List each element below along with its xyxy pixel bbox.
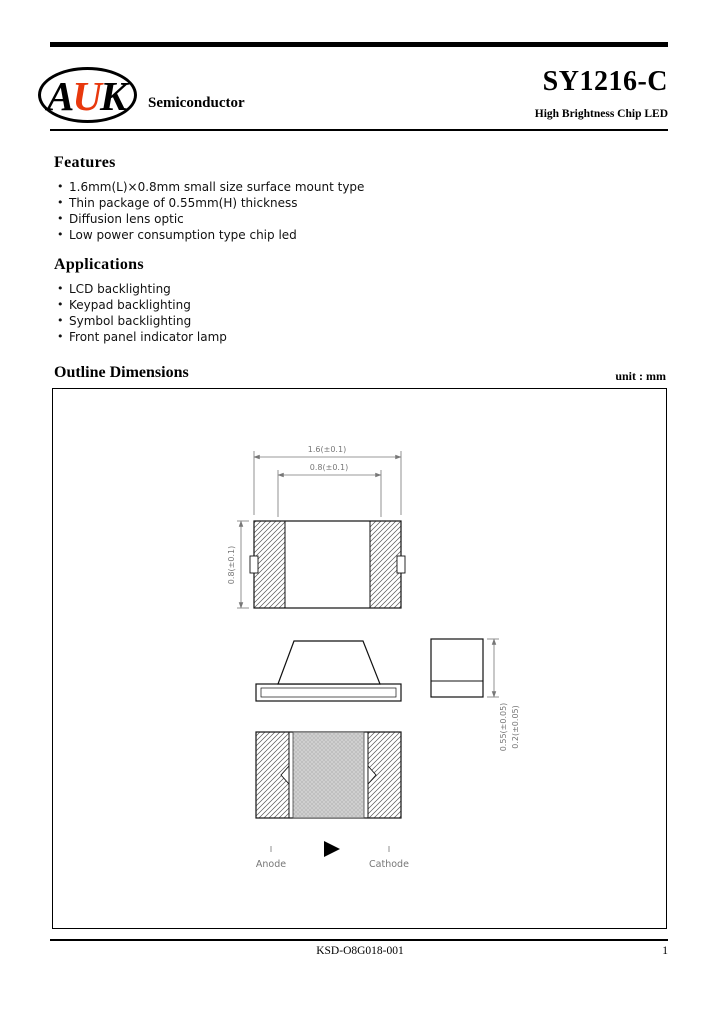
- outline-title: Outline Dimensions: [54, 364, 189, 381]
- top-rule: [50, 42, 668, 47]
- feature-item: 1.6mm(L)×0.8mm small size surface mount …: [54, 179, 364, 195]
- cathode-label: Cathode: [369, 859, 409, 870]
- polarity-labels: Anode Cathode: [256, 841, 409, 870]
- right-polarity-notch: [367, 764, 377, 786]
- auk-logo-ellipse: [38, 67, 137, 123]
- top-view: [249, 520, 406, 609]
- lens-profile: [277, 640, 381, 685]
- bottom-view: [255, 731, 402, 819]
- features-section: Features 1.6mm(L)×0.8mm small size surfa…: [54, 154, 364, 243]
- document-number: KSD-O8G018-001: [316, 945, 404, 957]
- header-rule: [50, 129, 668, 131]
- logo-letter-k: K: [99, 73, 127, 119]
- features-list: 1.6mm(L)×0.8mm small size surface mount …: [54, 179, 364, 243]
- applications-title: Applications: [54, 256, 144, 273]
- dim-overall-width: 0.8(±0.1): [227, 546, 236, 584]
- dim-thickness: 0.55(±0.05): [499, 703, 508, 752]
- applications-section: Applications LCD backlighting Keypad bac…: [54, 256, 227, 345]
- dim-electrode: 0.2(±0.05): [511, 705, 520, 748]
- application-item: Front panel indicator lamp: [54, 329, 227, 345]
- feature-item: Low power consumption type chip led: [54, 227, 364, 243]
- applications-list: LCD backlighting Keypad backlighting Sym…: [54, 281, 227, 345]
- anode-label: Anode: [256, 859, 286, 870]
- dim-lens-width: 0.8(±0.1): [310, 463, 348, 472]
- product-subtitle: High Brightness Chip LED: [534, 108, 668, 120]
- side-view: [255, 640, 402, 702]
- polarity-arrow-icon: [324, 841, 340, 857]
- right-castellation-notch: [396, 555, 406, 574]
- logo-letter-u: U: [72, 73, 102, 119]
- outline-drawing: 1.6(±0.1) 0.8(±0.1) 0.8(±0.1): [227, 445, 520, 870]
- top-view-dimensions: 1.6(±0.1) 0.8(±0.1) 0.8(±0.1): [227, 445, 402, 609]
- features-title: Features: [54, 154, 116, 171]
- part-number: SY1216-C: [542, 66, 668, 97]
- company-name: Semiconductor: [148, 95, 245, 111]
- left-polarity-notch: [280, 764, 290, 786]
- unit-label: unit : mm: [615, 369, 666, 383]
- outline-drawing-frame: 1.6(±0.1) 0.8(±0.1) 0.8(±0.1): [52, 388, 667, 929]
- feature-item: Thin package of 0.55mm(H) thickness: [54, 195, 364, 211]
- page-number: 1: [662, 945, 668, 957]
- dim-overall-length: 1.6(±0.1): [308, 445, 346, 454]
- left-castellation-notch: [249, 555, 259, 574]
- end-view: 0.55(±0.05) 0.2(±0.05): [430, 638, 520, 752]
- application-item: LCD backlighting: [54, 281, 227, 297]
- auk-logo: AUK: [47, 69, 127, 124]
- footer-rule: [50, 939, 668, 941]
- application-item: Symbol backlighting: [54, 313, 227, 329]
- chip-area: [292, 731, 365, 819]
- feature-item: Diffusion lens optic: [54, 211, 364, 227]
- application-item: Keypad backlighting: [54, 297, 227, 313]
- logo-letter-a: A: [47, 73, 74, 119]
